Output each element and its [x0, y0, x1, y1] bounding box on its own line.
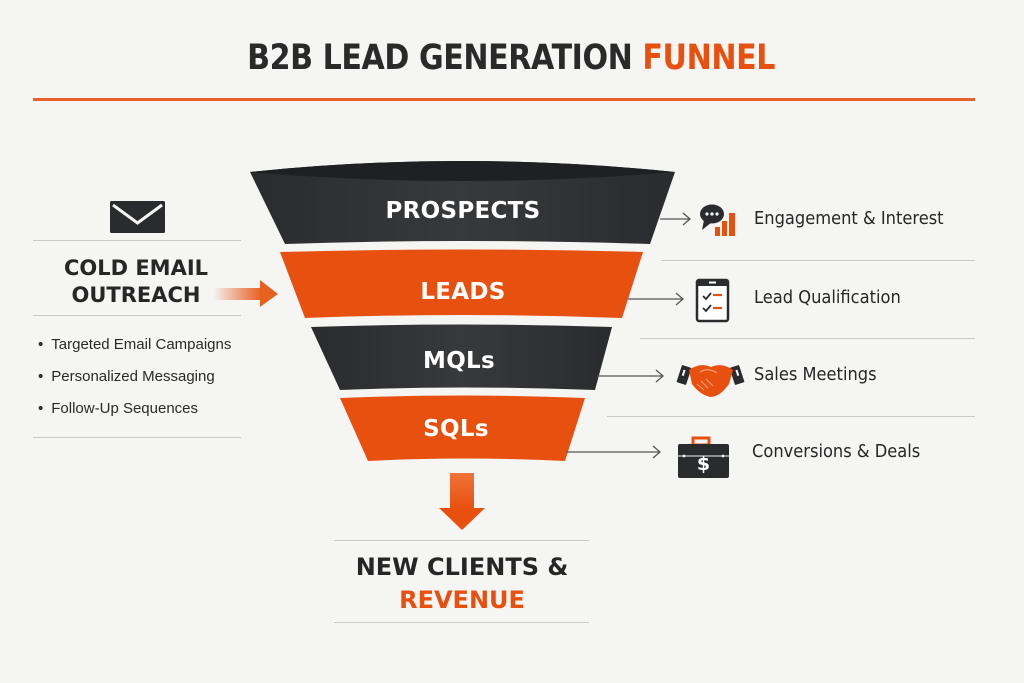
connector-arrows — [566, 212, 691, 459]
stage-label-prospects: PROSPECTS — [385, 198, 541, 224]
briefcase-dollar-icon: $ — [678, 436, 729, 478]
svg-text:$: $ — [697, 453, 710, 475]
bullet-item: Follow-Up Sequences — [38, 398, 231, 430]
outcome-meetings: Sales Meetings — [754, 365, 886, 385]
result-block: NEW CLIENTS & REVENUE — [333, 551, 591, 617]
page-title: B2B LEAD GENERATION FUNNEL — [71, 38, 952, 78]
outcome-label: Sales Meetings — [754, 365, 877, 385]
chat-chart-icon — [700, 204, 735, 236]
stage-label-leads: LEADS — [420, 279, 506, 305]
title-underline — [33, 98, 975, 101]
bullet-item: Targeted Email Campaigns — [38, 334, 231, 366]
outcome-label: Engagement & Interest — [754, 209, 944, 229]
title-main: B2B LEAD GENERATION — [247, 38, 633, 78]
checklist-icon — [695, 278, 730, 323]
funnel-stage-mqls — [311, 324, 612, 390]
source-heading-line1: COLD EMAIL — [63, 256, 209, 280]
divider — [33, 240, 241, 241]
outcome-conversions: Conversions & Deals — [752, 442, 933, 462]
divider — [661, 260, 975, 261]
divider — [334, 622, 589, 623]
outcome-engagement: Engagement & Interest — [754, 209, 958, 229]
stage-label-sqls: SQLs — [423, 416, 489, 442]
divider — [33, 437, 241, 438]
funnel-stage-leads — [280, 249, 643, 318]
bullet-item: Personalized Messaging — [38, 366, 231, 398]
divider — [33, 315, 241, 316]
funnel-stage-prospects — [250, 161, 675, 244]
down-arrow-icon — [439, 473, 485, 530]
divider — [640, 338, 975, 339]
result-line2: REVENUE — [399, 586, 525, 614]
source-heading-line2: OUTREACH — [71, 283, 201, 307]
envelope-icon — [110, 201, 165, 233]
source-bullet-list: Targeted Email Campaigns Personalized Me… — [38, 334, 231, 430]
handshake-icon — [676, 365, 745, 397]
title-accent: FUNNEL — [642, 38, 775, 78]
funnel-stage-sqls — [340, 395, 585, 461]
outcome-qualification: Lead Qualification — [754, 288, 912, 308]
stage-label-mqls: MQLs — [423, 348, 495, 374]
divider — [334, 540, 589, 541]
divider — [607, 416, 975, 417]
outcome-label: Lead Qualification — [754, 288, 901, 308]
result-line1: NEW CLIENTS & — [355, 553, 569, 581]
input-arrow-icon — [213, 280, 278, 307]
outcome-label: Conversions & Deals — [752, 442, 921, 462]
source-heading: COLD EMAIL OUTREACH — [30, 255, 242, 309]
